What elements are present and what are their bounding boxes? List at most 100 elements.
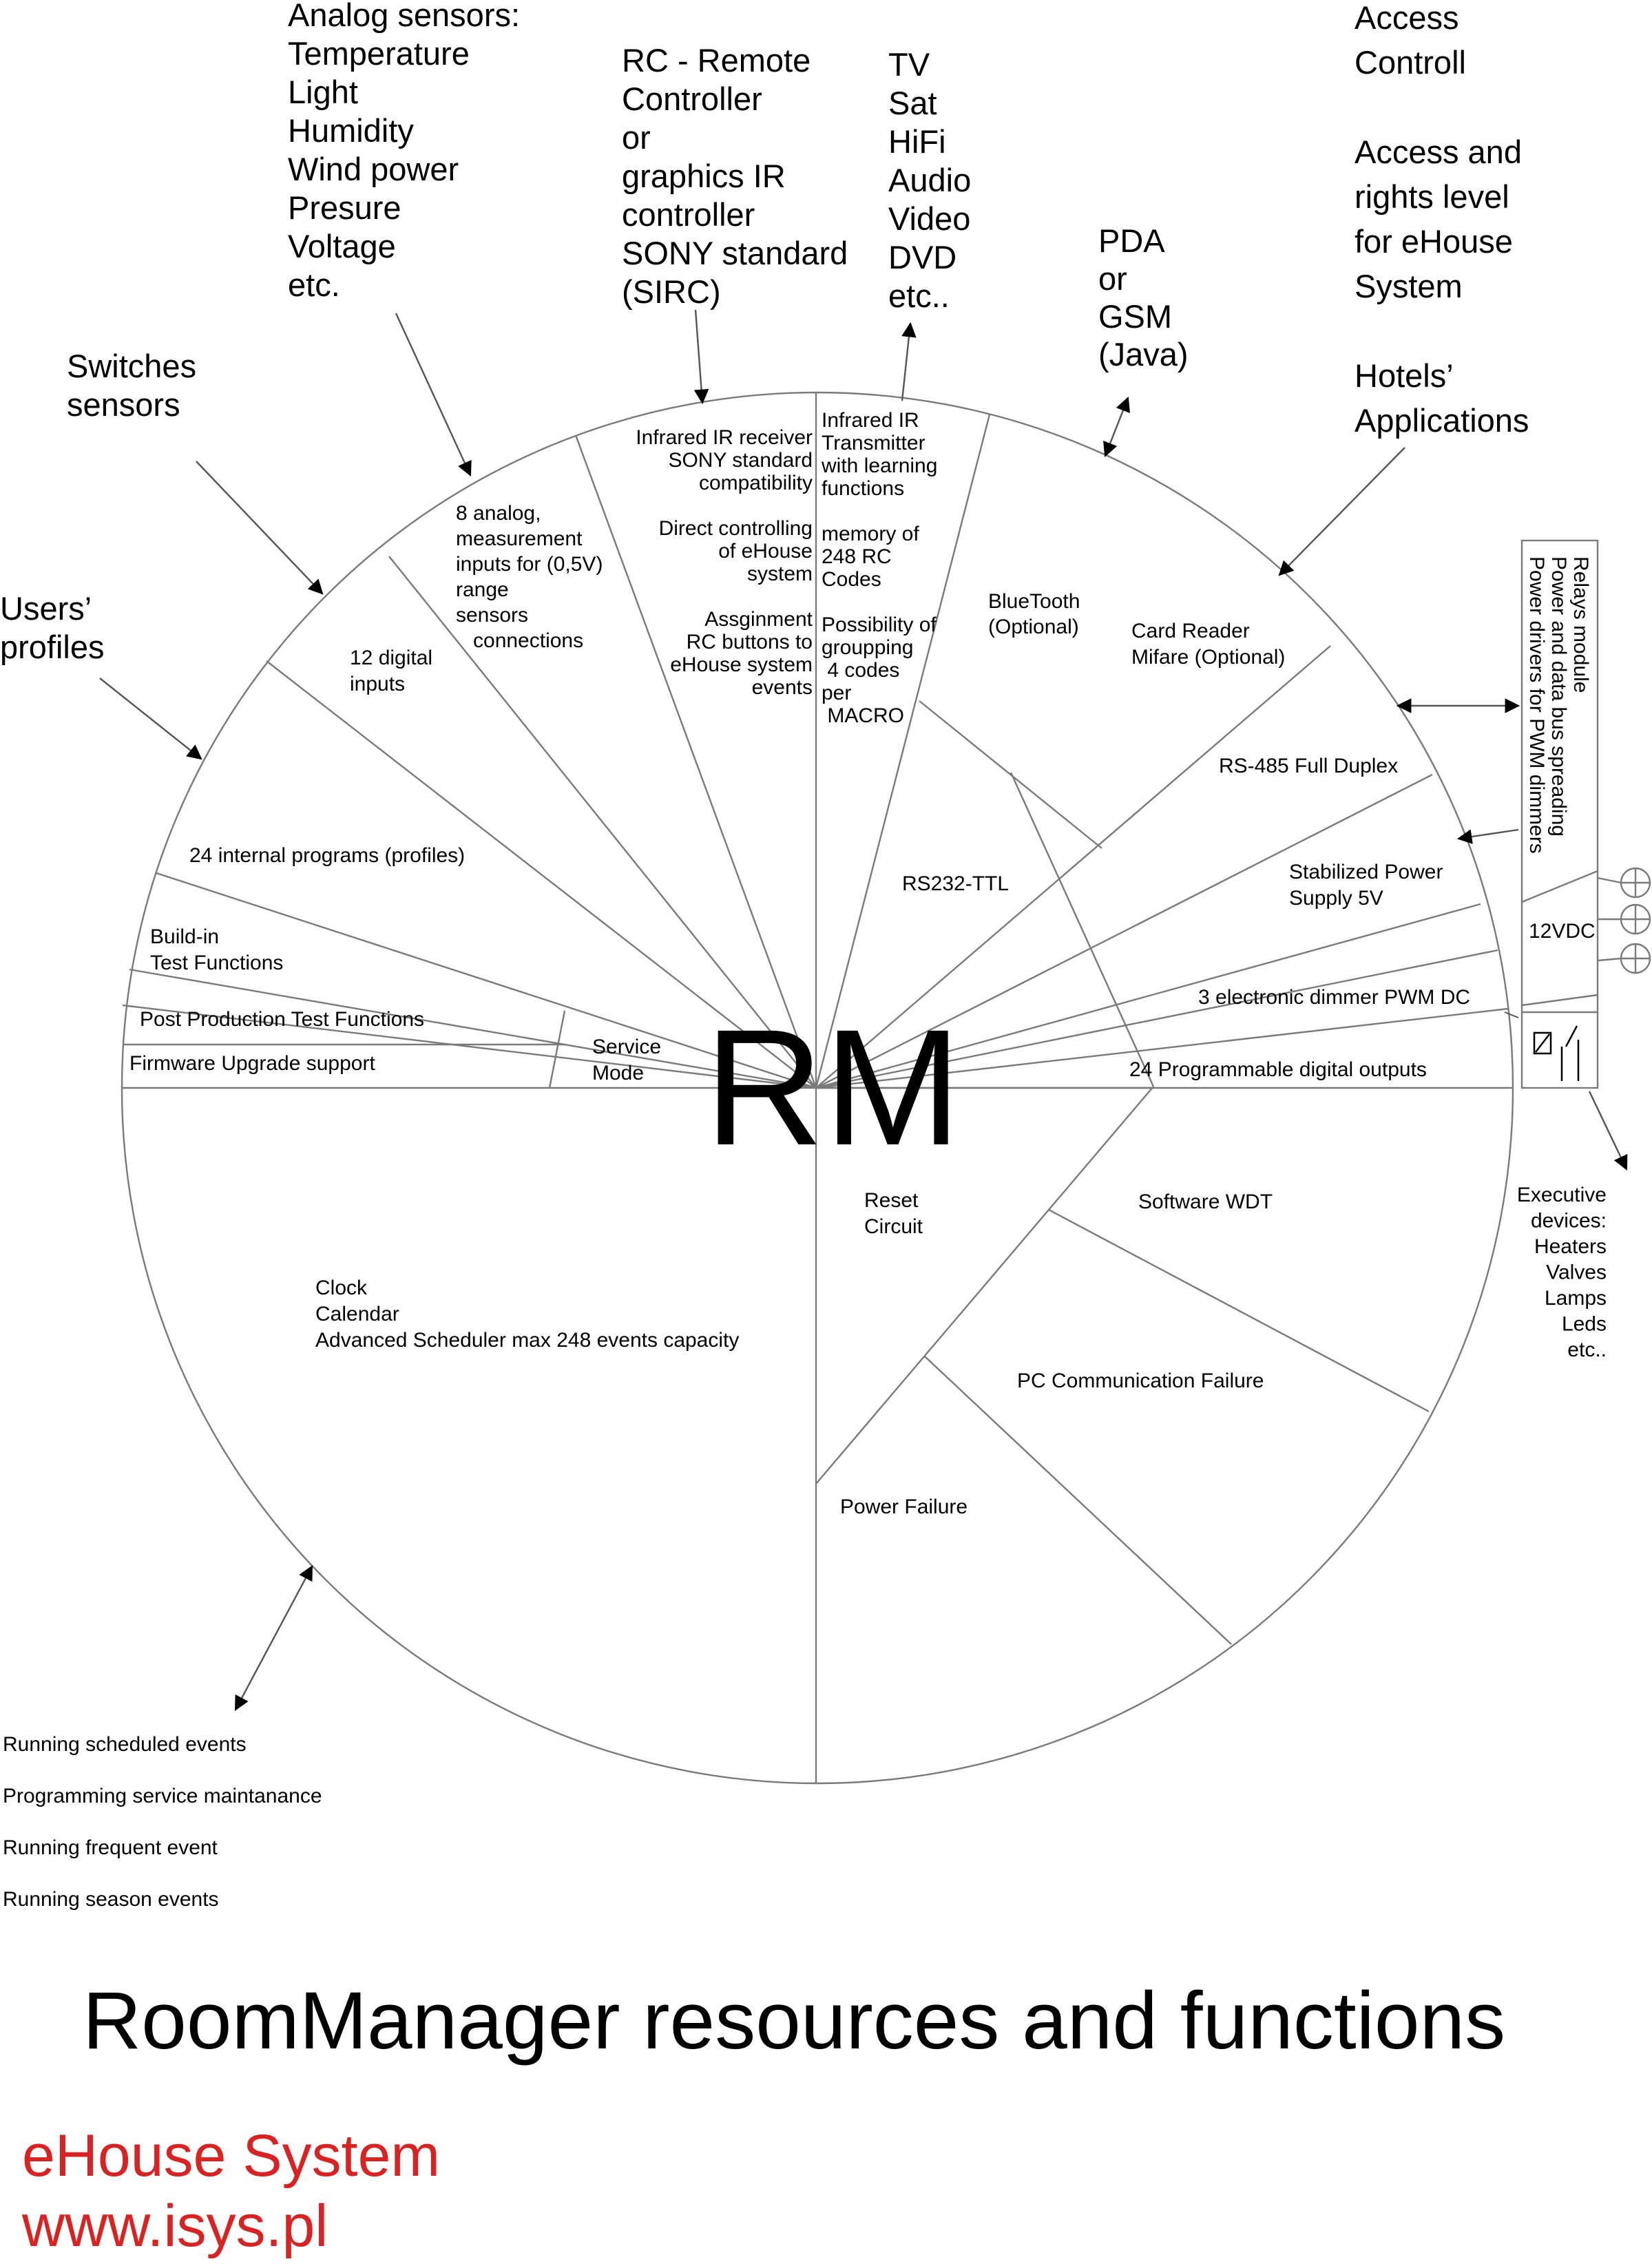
scheduled-events-label-line: Programming service maintanance <box>3 1785 322 1807</box>
ir-transmitter-label-line: Possibility of <box>822 613 937 636</box>
ir-transmitter-label-line: Infrared IR <box>822 409 919 432</box>
analog-sensors-label-line: Voltage <box>288 228 396 264</box>
ir-transmitter-label-line: MACRO <box>822 704 904 727</box>
executive-devices-label-line: etc.. <box>1567 1339 1607 1361</box>
ir-receiver-label-line: eHouse system <box>670 653 813 676</box>
ir-receiver-label-line: compatibility <box>699 472 813 494</box>
ir-transmitter-label-line: 4 codes <box>822 659 899 682</box>
digital-outputs-label: 24 Programmable digital outputs <box>1129 1058 1427 1081</box>
relay-switch-icon <box>1533 1025 1580 1081</box>
ir-receiver-label-line: RC buttons to <box>687 631 813 653</box>
analog-sensors-label-line: etc. <box>288 266 340 303</box>
buildin-test-label-line: Test Functions <box>150 952 283 974</box>
buildin-test-label-line: Build-in <box>150 925 219 948</box>
analog-sensors-label-line: Temperature <box>288 35 470 72</box>
software-wdt-label: Software WDT <box>1138 1190 1273 1213</box>
dimmer-label: 3 electronic dimmer PWM DC <box>1198 986 1470 1009</box>
executive-devices-label-line: Executive <box>1517 1184 1607 1206</box>
service-mode-label-line: Service <box>592 1036 661 1058</box>
rc-controller-label-line: SONY standard <box>622 235 848 271</box>
analog-sensors-label-line: Wind power <box>288 151 459 187</box>
internal-programs-label: 24 internal programs (profiles) <box>189 844 465 867</box>
page-title: RoomManager resources and functions <box>83 1975 1505 2066</box>
scheduled-events-label-line: Running season events <box>3 1888 219 1911</box>
analog-inputs-label-line: inputs for (0,5V) <box>456 553 603 576</box>
ir-transmitter-label-line: per <box>822 682 851 704</box>
voltage-12vdc-label: 12VDC <box>1529 920 1596 943</box>
analog-sensors-label-line: Presure <box>288 189 401 226</box>
ir-transmitter-label-line: Transmitter <box>822 432 926 454</box>
executive-devices-label-line: Leds <box>1562 1313 1607 1336</box>
scheduled-events-label-line: Running frequent event <box>3 1836 218 1859</box>
reset-circuit-label-line: Reset <box>864 1189 919 1212</box>
analog-sensors-label-line: Humidity <box>288 112 414 149</box>
analog-sensors-label-line: Analog sensors: <box>288 0 520 33</box>
brand-url[interactable]: www.isys.pl <box>21 2193 328 2259</box>
executive-devices-label-line: Valves <box>1546 1261 1607 1284</box>
power-supply-label-line: Supply 5V <box>1289 887 1383 910</box>
power-failure-label: Power Failure <box>840 1496 968 1518</box>
rc-controller-label-line: (SIRC) <box>622 273 721 310</box>
av-devices-label-line: Audio <box>888 162 971 198</box>
executive-devices-label-line: Heaters <box>1534 1235 1607 1258</box>
scheduled-events-label-line: Running scheduled events <box>3 1733 247 1756</box>
bluetooth-label-line: BlueTooth <box>988 590 1080 613</box>
switches-sensors-label-line: sensors <box>67 386 180 423</box>
users-profiles-label: Users’profiles <box>0 590 105 665</box>
bluetooth-label-line: (Optional) <box>988 616 1079 638</box>
connector-terminals-icon <box>1597 867 1651 974</box>
reset-circuit-label-line: Circuit <box>864 1215 923 1238</box>
pda-label-line: (Java) <box>1098 336 1189 373</box>
relays-module-label-line: Relays module <box>1569 556 1592 693</box>
relays-module-label-line: Power drivers for PWM dimmers <box>1525 556 1548 854</box>
relays-module-box <box>1520 539 1599 1089</box>
analog-inputs-label-line: range <box>456 578 509 601</box>
relays-module-label-line: Power and data bus spreading <box>1547 556 1570 837</box>
post-production-label: Post Production Test Functions <box>140 1008 424 1031</box>
executive-devices-label-line: Lamps <box>1545 1287 1607 1310</box>
bluetooth-label: BlueTooth (Optional) <box>988 590 1080 638</box>
users-profiles-label-line: profiles <box>0 629 105 665</box>
access-control-label-line: Hotels’ <box>1355 357 1454 394</box>
analog-sensors-label-line: Light <box>288 74 358 110</box>
switches-sensors-label-line: Switches <box>67 348 196 384</box>
scheduler-label-line: Clock <box>315 1277 368 1299</box>
center-label: RM <box>704 995 961 1179</box>
rs485-label: RS-485 Full Duplex <box>1219 755 1398 777</box>
ir-transmitter-label-line: with learning <box>821 454 937 477</box>
scheduler-label-line: Advanced Scheduler max 248 events capaci… <box>315 1329 739 1352</box>
ir-receiver-label-line: SONY standard <box>668 449 813 472</box>
card-reader-label-line: Mifare (Optional) <box>1131 646 1285 669</box>
ir-receiver-label-line: Assginment <box>704 608 813 631</box>
division-lines <box>122 392 1513 1783</box>
rc-controller-label-line: graphics IR <box>622 158 786 194</box>
access-control-label-line: rights level <box>1355 178 1509 215</box>
analog-inputs-label-line: connections <box>456 629 583 652</box>
rs232-label: RS232-TTL <box>902 872 1009 895</box>
pda-label-line: GSM <box>1098 298 1172 335</box>
av-devices-label-line: Video <box>888 200 970 237</box>
service-mode-label-line: Mode <box>592 1062 644 1084</box>
analog-inputs-label-line: measurement <box>456 527 583 550</box>
brand-name: eHouse System <box>22 2123 440 2189</box>
ir-receiver-label-line: events <box>752 676 813 699</box>
ir-transmitter-label-line: Codes <box>822 568 881 591</box>
pc-failure-label: PC Communication Failure <box>1017 1370 1264 1392</box>
executive-devices-label-line: devices: <box>1531 1210 1607 1232</box>
ir-transmitter-label-line: groupping <box>822 636 913 659</box>
